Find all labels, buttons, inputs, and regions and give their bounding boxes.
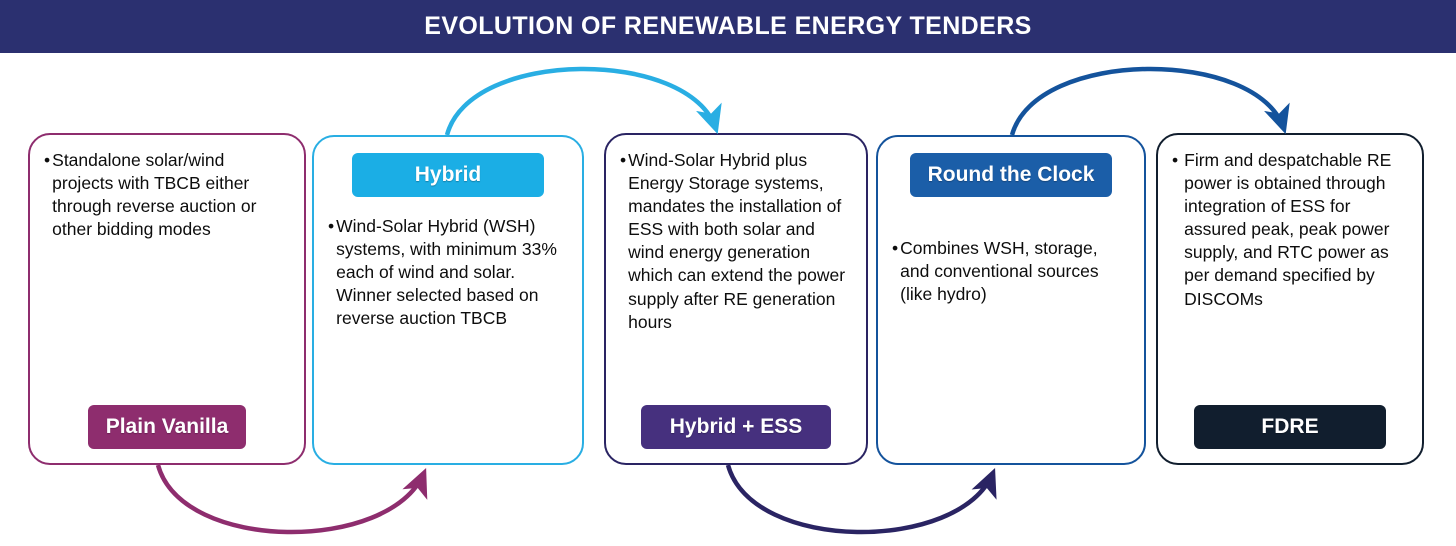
chip-plain-vanilla[interactable]: Plain Vanilla xyxy=(87,405,247,449)
card-fdre[interactable]: • Firm and despatchable RE power is obta… xyxy=(1156,133,1424,465)
card-body-text: Combines WSH, storage, and conventional … xyxy=(900,238,1099,305)
bullet-icon: • xyxy=(620,150,627,170)
bullet-icon: • xyxy=(328,216,335,236)
card-body: • Combines WSH, storage, and conventiona… xyxy=(878,197,1144,463)
card-top-slot: Round the Clock xyxy=(878,137,1144,197)
card-body-text: Firm and despatchable RE power is obtain… xyxy=(1184,150,1392,309)
card-body: • Standalone solar/wind projects with TB… xyxy=(30,135,304,405)
card-hybrid[interactable]: Hybrid • Wind-Solar Hybrid (WSH) systems… xyxy=(312,135,584,465)
card-body-text: Standalone solar/wind projects with TBCB… xyxy=(52,150,257,240)
card-bullet: • Standalone solar/wind projects with TB… xyxy=(44,149,290,241)
card-body-text: Wind-Solar Hybrid (WSH) systems, with mi… xyxy=(336,216,557,329)
page-title: EVOLUTION OF RENEWABLE ENERGY TENDERS xyxy=(424,12,1032,40)
bullet-icon: • xyxy=(1172,150,1179,170)
bullet-icon: • xyxy=(44,150,51,170)
arrow-hybrid-ess-to-rtc xyxy=(725,464,997,535)
card-bullet: • Firm and despatchable RE power is obta… xyxy=(1172,149,1408,311)
chip-hybrid[interactable]: Hybrid xyxy=(352,153,544,197)
card-body: • Wind-Solar Hybrid plus Energy Storage … xyxy=(606,135,866,405)
card-bottom-slot: FDRE xyxy=(1158,405,1422,463)
chip-round-the-clock[interactable]: Round the Clock xyxy=(909,153,1113,197)
card-top-slot: Hybrid xyxy=(314,137,582,197)
card-plain-vanilla[interactable]: • Standalone solar/wind projects with TB… xyxy=(28,133,306,465)
diagram-stage: • Standalone solar/wind projects with TB… xyxy=(0,53,1456,546)
card-bottom-slot: Plain Vanilla xyxy=(30,405,304,463)
bullet-icon: • xyxy=(892,238,899,258)
card-body: • Wind-Solar Hybrid (WSH) systems, with … xyxy=(314,197,582,463)
card-bullet: • Combines WSH, storage, and conventiona… xyxy=(892,237,1130,306)
card-bullet: • Wind-Solar Hybrid plus Energy Storage … xyxy=(620,149,852,334)
card-round-the-clock[interactable]: Round the Clock • Combines WSH, storage,… xyxy=(876,135,1146,465)
card-bottom-slot: Hybrid + ESS xyxy=(606,405,866,463)
card-body: • Firm and despatchable RE power is obta… xyxy=(1158,135,1422,405)
chip-hybrid-plus-ess[interactable]: Hybrid + ESS xyxy=(641,405,831,449)
card-bullet: • Wind-Solar Hybrid (WSH) systems, with … xyxy=(328,215,568,330)
chip-fdre[interactable]: FDRE xyxy=(1194,405,1386,449)
card-hybrid-plus-ess[interactable]: • Wind-Solar Hybrid plus Energy Storage … xyxy=(604,133,868,465)
arrow-rtc-to-fdre xyxy=(1009,66,1290,136)
page-header-bar: EVOLUTION OF RENEWABLE ENERGY TENDERS xyxy=(0,0,1456,53)
arrow-plain-vanilla-to-hybrid xyxy=(155,464,428,535)
card-body-text: Wind-Solar Hybrid plus Energy Storage sy… xyxy=(628,150,846,332)
arrow-hybrid-to-hybrid-ess xyxy=(444,66,722,136)
